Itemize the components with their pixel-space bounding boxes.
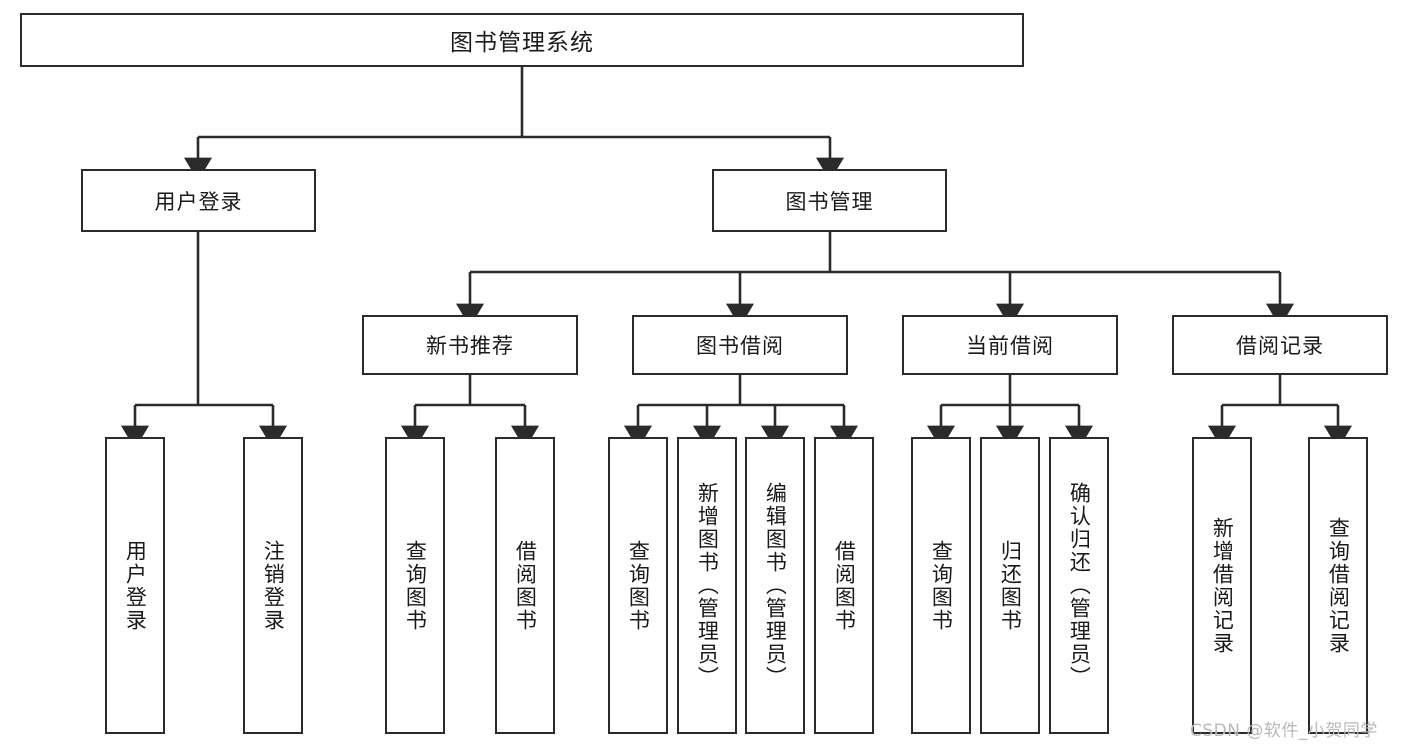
- leaf-book-borrow-edit-book-admin[interactable]: 编辑图书（管理员）: [745, 437, 805, 734]
- node-label: 归还图书: [998, 539, 1023, 632]
- node-user-login[interactable]: 用户登录: [81, 169, 316, 232]
- node-label: 查询图书: [626, 539, 651, 632]
- node-label: 注销登录: [261, 539, 286, 632]
- leaf-new-book-query-book[interactable]: 查询图书: [385, 437, 445, 734]
- leaf-book-borrow-borrow-book[interactable]: 借阅图书: [814, 437, 874, 734]
- node-label: 确认归还（管理员）: [1067, 482, 1092, 689]
- node-label: 查询图书: [929, 539, 954, 632]
- node-book-management[interactable]: 图书管理: [712, 169, 947, 232]
- leaf-borrow-record-add-record[interactable]: 新增借阅记录: [1192, 437, 1252, 734]
- node-borrowing-record[interactable]: 借阅记录: [1172, 315, 1388, 375]
- leaf-current-borrow-return-book[interactable]: 归还图书: [980, 437, 1040, 734]
- node-label: 编辑图书（管理员）: [763, 482, 788, 689]
- node-book-borrowing[interactable]: 图书借阅: [632, 315, 848, 375]
- leaf-book-borrow-query-book[interactable]: 查询图书: [608, 437, 668, 734]
- leaf-user-login-login[interactable]: 用户登录: [105, 437, 165, 734]
- node-label: 新增图书（管理员）: [695, 482, 720, 689]
- leaf-borrow-record-query-record[interactable]: 查询借阅记录: [1308, 437, 1368, 734]
- node-current-borrowing[interactable]: 当前借阅: [902, 315, 1118, 375]
- leaf-book-borrow-add-book-admin[interactable]: 新增图书（管理员）: [677, 437, 737, 734]
- node-label: 查询借阅记录: [1326, 516, 1351, 655]
- node-label: 查询图书: [403, 539, 428, 632]
- node-label: 用户登录: [123, 539, 148, 632]
- node-label: 借阅图书: [832, 539, 857, 632]
- leaf-new-book-borrow-book[interactable]: 借阅图书: [495, 437, 555, 734]
- node-label: 图书借阅: [696, 334, 784, 358]
- node-label: 当前借阅: [966, 334, 1054, 358]
- node-root-book-management-system[interactable]: 图书管理系统: [20, 13, 1024, 67]
- leaf-current-borrow-query-book[interactable]: 查询图书: [911, 437, 971, 734]
- leaf-user-login-logout[interactable]: 注销登录: [243, 437, 303, 734]
- leaf-current-borrow-confirm-return-admin[interactable]: 确认归还（管理员）: [1049, 437, 1109, 734]
- node-label: 借阅图书: [513, 539, 538, 632]
- node-label: 图书管理: [785, 189, 874, 214]
- node-label: 新增借阅记录: [1210, 516, 1235, 655]
- node-label: 新书推荐: [426, 334, 514, 358]
- node-label: 借阅记录: [1236, 334, 1324, 358]
- csdn-watermark: CSDN @软件_小贺同学: [1190, 721, 1378, 741]
- node-new-book-recommendation[interactable]: 新书推荐: [362, 315, 578, 375]
- node-label: 用户登录: [154, 189, 243, 214]
- node-label: 图书管理系统: [450, 30, 594, 56]
